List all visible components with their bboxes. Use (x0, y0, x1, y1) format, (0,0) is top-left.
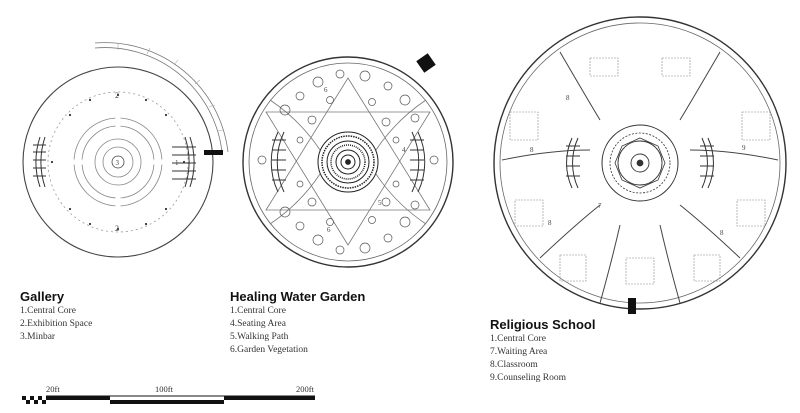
garden-walking-path (265, 77, 431, 246)
scale-label-100ft: 100ft (155, 384, 173, 394)
gallery-legend: 1.Central Core 2.Exhibition Space 3.Minb… (20, 305, 92, 344)
gallery-label-3: 3 (116, 159, 120, 167)
garden-vegetation (257, 69, 439, 255)
garden-label-5: 5 (378, 199, 382, 207)
legend-item: 3.Minbar (20, 332, 56, 342)
school-entry-block (628, 298, 636, 314)
gallery-label-1: 1 (175, 159, 179, 167)
garden-entry-block (416, 53, 436, 73)
school-label-8-left: 8 (530, 146, 534, 154)
garden-label-4: 4 (402, 146, 406, 154)
school-central-core (601, 124, 679, 202)
gallery-entry-block (204, 150, 223, 155)
scale-label-200ft: 200ft (296, 384, 314, 394)
scale-label-20ft: 20ft (46, 384, 60, 394)
school-label-8-mid: 8 (548, 219, 552, 227)
legend-item: 6.Garden Vegetation (230, 345, 308, 355)
school-desk-clusters (509, 57, 771, 285)
school-classroom-walls (501, 51, 779, 304)
garden-seating-left (270, 131, 286, 193)
gallery-ring-gaps (70, 114, 166, 210)
legend-item: 2.Exhibition Space (20, 319, 93, 329)
legend-item: 8.Classroom (490, 360, 538, 370)
scale-bar (22, 395, 315, 404)
gallery-partition-left (33, 136, 46, 188)
gallery-plan: 2 2 3 1 (22, 42, 229, 258)
school-title: Religious School (490, 317, 596, 332)
garden-label-6-top: 6 (324, 86, 328, 94)
school-counseling-left (566, 137, 580, 189)
school-plan: 8 8 8 8 7 9 (493, 16, 787, 314)
legend-item: 4.Seating Area (230, 319, 286, 329)
garden-legend: 1.Central Core 4.Seating Area 5.Walking … (230, 305, 308, 357)
garden-core (317, 131, 379, 193)
school-counseling-right (700, 137, 714, 189)
legend-item: 1.Central Core (490, 334, 546, 344)
school-label-7: 7 (598, 202, 602, 210)
gallery-column-dots (50, 93, 186, 231)
gallery-title: Gallery (20, 289, 65, 304)
school-label-8-bottom: 8 (720, 229, 724, 237)
legend-item: 5.Walking Path (230, 332, 289, 342)
gallery-label-2-bottom: 2 (115, 224, 119, 233)
legend-item: 7.Waiting Area (490, 347, 548, 357)
school-legend: 1.Central Core 7.Waiting Area 8.Classroo… (490, 333, 566, 385)
legend-item: 1.Central Core (230, 306, 286, 316)
gallery-label-2-top: 2 (115, 91, 119, 100)
gallery-outer-ramp-ticks (117, 44, 224, 132)
legend-item: 1.Central Core (20, 306, 76, 316)
school-label-9: 9 (742, 144, 746, 152)
legend-item: 9.Counseling Room (490, 373, 567, 383)
garden-title: Healing Water Garden (230, 289, 366, 304)
garden-seating-right (410, 131, 426, 193)
school-label-8-top: 8 (566, 94, 570, 102)
garden-label-6-bottom: 6 (327, 226, 331, 234)
garden-plan: 6 4 5 6 (242, 53, 454, 268)
